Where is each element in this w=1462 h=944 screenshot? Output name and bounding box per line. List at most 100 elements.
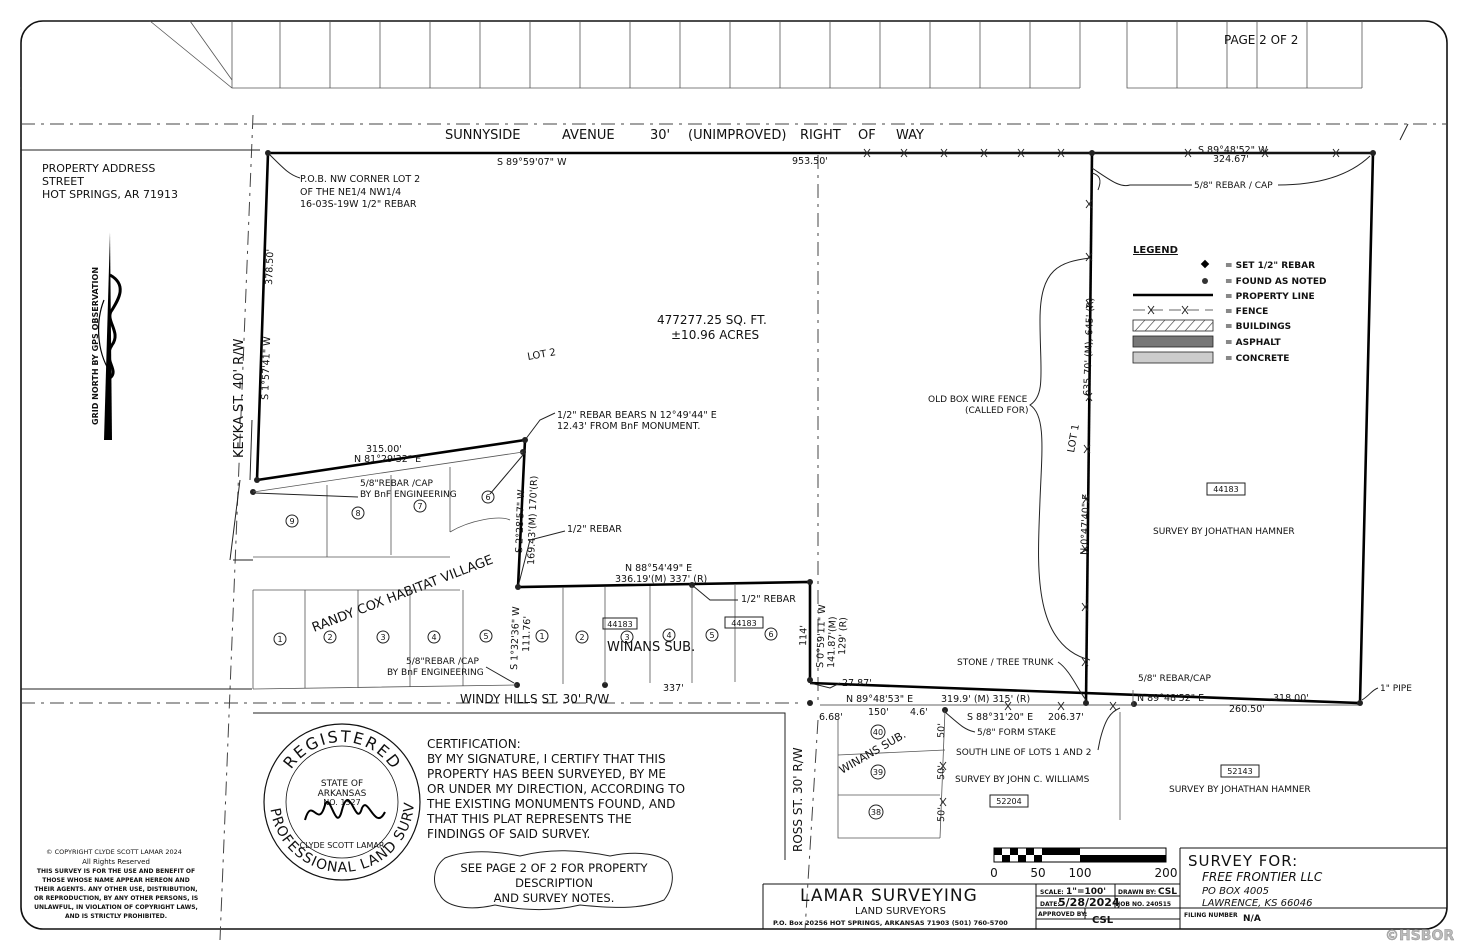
svg-text:OLD BOX WIRE FENCE: OLD BOX WIRE FENCE — [928, 395, 1028, 405]
svg-text:114': 114' — [798, 625, 810, 646]
fence-x-marks — [863, 148, 1340, 807]
svg-text:FILING NUMBER: FILING NUMBER — [1184, 912, 1238, 919]
svg-text:= ASPHALT: = ASPHALT — [1225, 338, 1281, 348]
svg-text:319.9' (M) 315' (R): 319.9' (M) 315' (R) — [941, 694, 1030, 705]
svg-text:LAND SURVEYORS: LAND SURVEYORS — [855, 906, 946, 917]
svg-text:44183: 44183 — [1213, 485, 1238, 494]
svg-text:N 89°48'53" E: N 89°48'53" E — [846, 694, 913, 705]
lot1-label: LOT 1 — [1066, 423, 1082, 453]
svg-text:NO. 1327: NO. 1327 — [323, 798, 360, 807]
street-edges — [21, 123, 1409, 860]
svg-text:OF: OF — [858, 128, 876, 143]
svg-text:CSL: CSL — [1158, 887, 1177, 897]
svg-text:DESCRIPTION: DESCRIPTION — [515, 876, 593, 890]
svg-text:STATE OF: STATE OF — [321, 779, 363, 789]
svg-text:= CONCRETE: = CONCRETE — [1225, 354, 1289, 364]
svg-text:APPROVED BY:: APPROVED BY: — [1038, 911, 1087, 918]
svg-text:±10.96 ACRES: ±10.96 ACRES — [671, 328, 759, 342]
svg-text:1: 1 — [277, 635, 282, 644]
svg-text:5/8"REBAR /CAP: 5/8"REBAR /CAP — [360, 479, 433, 489]
signature-mark — [304, 799, 386, 821]
property-boundary — [255, 151, 1375, 705]
svg-text:S 0°59'11" W: S 0°59'11" W — [815, 604, 828, 668]
svg-text:S 1°57'41" W: S 1°57'41" W — [260, 336, 273, 400]
svg-text:4: 4 — [666, 631, 671, 640]
svg-text:169.43'(M) 170'(R): 169.43'(M) 170'(R) — [526, 476, 540, 566]
svg-text:© COPYRIGHT CLYDE SCOTT LAMAR: © COPYRIGHT CLYDE SCOTT LAMAR 2024 — [46, 848, 182, 856]
survey-notes: SURVEY BY JOHATHAN HAMNER SURVEY BY JOHN… — [955, 527, 1311, 795]
svg-text:SCALE:: SCALE: — [1040, 889, 1064, 896]
svg-text:2: 2 — [579, 633, 584, 642]
svg-text:38: 38 — [871, 808, 881, 817]
svg-text:THAT THIS PLAT REPRESENTS THE: THAT THIS PLAT REPRESENTS THE — [426, 812, 632, 826]
svg-text:477277.25 SQ. FT.: 477277.25 SQ. FT. — [657, 313, 767, 327]
svg-text:= BUILDINGS: = BUILDINGS — [1225, 322, 1291, 332]
svg-text:44183: 44183 — [607, 620, 632, 629]
svg-text:8: 8 — [355, 509, 360, 518]
svg-text:100: 100 — [1069, 866, 1092, 880]
svg-text:LAWRENCE, KS 66046: LAWRENCE, KS 66046 — [1202, 898, 1312, 909]
svg-text:PROPERTY ADDRESS: PROPERTY ADDRESS — [42, 162, 155, 175]
scale-bar: 0 50 100 200 — [990, 847, 1177, 880]
svg-text:5/28/2024: 5/28/2024 — [1058, 896, 1120, 909]
svg-text:RIGHT: RIGHT — [800, 128, 841, 143]
svg-text:5/8" FORM STAKE: 5/8" FORM STAKE — [977, 728, 1056, 738]
svg-text:FINDINGS OF SAID SURVEY.: FINDINGS OF SAID SURVEY. — [427, 827, 590, 841]
svg-text:50': 50' — [936, 765, 948, 780]
svg-text:BY BnF ENGINEERING: BY BnF ENGINEERING — [387, 668, 484, 678]
svg-text:3: 3 — [380, 633, 385, 642]
legend: LEGEND = SET 1/2" REBAR = FOUND AS NOTED… — [1132, 245, 1326, 364]
svg-text:SURVEY BY JOHATHAN HAMNER: SURVEY BY JOHATHAN HAMNER — [1153, 527, 1295, 537]
svg-text:324.67': 324.67' — [1213, 154, 1249, 165]
ross-lot-numbers: 40 39 38 — [868, 724, 886, 820]
svg-text:BY MY SIGNATURE, I CERTIFY THA: BY MY SIGNATURE, I CERTIFY THAT THIS — [427, 752, 666, 766]
svg-text:1/2" REBAR: 1/2" REBAR — [567, 524, 622, 535]
boundary-calls: S 89°59'07" W 953.50' S 89°48'52" W 324.… — [260, 145, 1309, 822]
svg-text:50': 50' — [936, 723, 948, 738]
svg-text:150': 150' — [868, 707, 889, 718]
winans-lot-numbers: 1 2 3 4 5 6 — [535, 627, 778, 644]
svg-text:111.76': 111.76' — [521, 616, 533, 652]
svg-text:P.O.B. NW CORNER LOT 2: P.O.B. NW CORNER LOT 2 — [300, 174, 420, 185]
svg-text:2: 2 — [327, 633, 332, 642]
svg-text:1/2" REBAR BEARS N 12°49'44" E: 1/2" REBAR BEARS N 12°49'44" E — [557, 410, 717, 421]
svg-text:AND IS STRICTLY PROHIBITED.: AND IS STRICTLY PROHIBITED. — [65, 913, 167, 920]
see-page-note: SEE PAGE 2 OF 2 FOR PROPERTY DESCRIPTION… — [434, 850, 673, 910]
page-label: PAGE 2 OF 2 — [1224, 33, 1298, 47]
randy-cox-label: RANDY COX HABITAT VILLAGE — [310, 553, 495, 636]
svg-text:SUNNYSIDE: SUNNYSIDE — [445, 128, 520, 143]
certification: CERTIFICATION: BY MY SIGNATURE, I CERTIF… — [426, 737, 685, 841]
svg-text:S 88°31'20" E: S 88°31'20" E — [967, 712, 1033, 723]
surveyor-seal: REGISTERED PROFESSIONAL LAND SURVEYOR ST… — [0, 0, 421, 881]
svg-text:SURVEY BY JOHN C. WILLIAMS: SURVEY BY JOHN C. WILLIAMS — [955, 775, 1090, 785]
svg-text:PROPERTY HAS BEEN SURVEYED, BY: PROPERTY HAS BEEN SURVEYED, BY ME — [427, 767, 666, 781]
windy-hills-label: WINDY HILLS ST. 30' R/W — [460, 692, 609, 706]
svg-text:DRAWN BY:: DRAWN BY: — [1118, 889, 1156, 896]
svg-text:3: 3 — [624, 633, 629, 642]
svg-text:WAY: WAY — [896, 128, 924, 143]
svg-text:52143: 52143 — [1227, 767, 1252, 776]
svg-text:5/8" REBAR/CAP: 5/8" REBAR/CAP — [1138, 674, 1211, 684]
svg-text:(CALLED FOR): (CALLED FOR) — [965, 406, 1028, 416]
svg-text:336.19'(M) 337' (R): 336.19'(M) 337' (R) — [615, 574, 707, 585]
svg-text:40: 40 — [873, 728, 883, 737]
svg-text:DATE:: DATE: — [1040, 901, 1060, 908]
svg-text:7: 7 — [417, 502, 422, 511]
svg-text:1: 1 — [539, 632, 544, 641]
svg-text:= PROPERTY LINE: = PROPERTY LINE — [1225, 292, 1315, 302]
svg-text:260.50': 260.50' — [1229, 704, 1265, 715]
svg-text:6: 6 — [768, 630, 773, 639]
svg-text:635.70' (M), 645' (R): 635.70' (M), 645' (R) — [1082, 297, 1096, 396]
svg-text:9: 9 — [289, 517, 294, 526]
svg-text:SURVEY BY JOHATHAN HAMNER: SURVEY BY JOHATHAN HAMNER — [1169, 785, 1311, 795]
svg-text:N 0°47'40" E: N 0°47'40" E — [1079, 494, 1092, 555]
svg-text:16-03S-19W 1/2" REBAR: 16-03S-19W 1/2" REBAR — [300, 199, 417, 210]
svg-text:378.50': 378.50' — [264, 249, 276, 285]
svg-text:315.00': 315.00' — [366, 444, 402, 455]
watermark: ©HSBOR — [1385, 928, 1454, 944]
svg-text:AVENUE: AVENUE — [562, 128, 615, 143]
svg-text:LEGEND: LEGEND — [1133, 245, 1178, 256]
svg-text:SEE PAGE 2 OF 2 FOR PROPERTY: SEE PAGE 2 OF 2 FOR PROPERTY — [460, 861, 648, 875]
svg-text:OR REPRODUCTION, BY ANY OTHER: OR REPRODUCTION, BY ANY OTHER PERSONS, I… — [34, 895, 198, 902]
top-parcels — [20, 20, 1363, 89]
